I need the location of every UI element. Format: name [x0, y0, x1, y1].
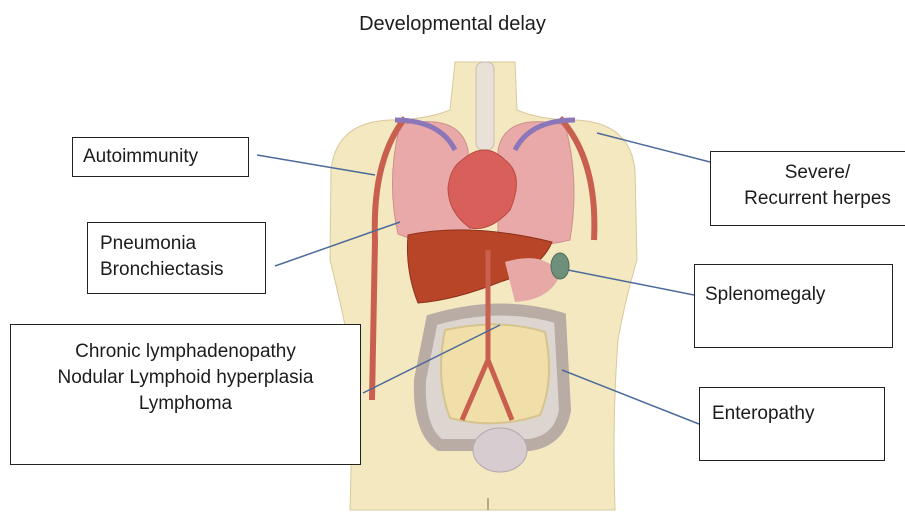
label-line: Recurrent herpes — [721, 186, 905, 212]
label-line: Lymphoma — [15, 391, 356, 417]
label-line: Enteropathy — [712, 401, 872, 427]
trachea — [476, 62, 494, 150]
label-herpes: Severe/ Recurrent herpes — [710, 151, 905, 226]
label-line: Severe/ — [721, 160, 905, 186]
spleen — [551, 253, 569, 279]
label-autoimmunity: Autoimmunity — [72, 137, 249, 177]
label-splenomegaly: Splenomegaly — [694, 264, 893, 348]
label-line: Splenomegaly — [705, 282, 882, 308]
label-line: Autoimmunity — [83, 144, 238, 170]
label-line: Chronic lymphadenopathy — [15, 339, 356, 365]
label-line: Nodular Lymphoid hyperplasia — [15, 365, 356, 391]
label-lymph: Chronic lymphadenopathy Nodular Lymphoid… — [10, 324, 361, 465]
figure-title: Developmental delay — [0, 10, 905, 38]
label-line: Bronchiectasis — [100, 257, 253, 283]
bladder — [473, 428, 527, 472]
label-pneumonia: Pneumonia Bronchiectasis — [87, 222, 266, 294]
label-enteropathy: Enteropathy — [699, 387, 885, 461]
label-line: Pneumonia — [100, 231, 253, 257]
